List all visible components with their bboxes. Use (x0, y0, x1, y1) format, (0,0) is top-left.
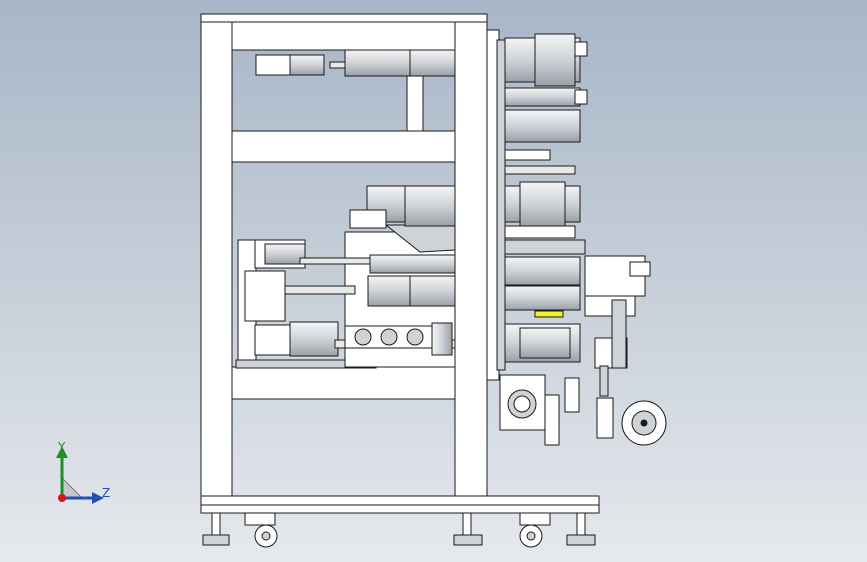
frame-top-cap (200, 13, 488, 23)
frame-inner-support (406, 73, 424, 132)
horizontal-cylinders[interactable] (254, 49, 456, 357)
triad-z-label: Z (102, 486, 111, 500)
orientation-triad-icon (56, 446, 104, 504)
frame-structure[interactable] (200, 13, 600, 514)
casters-and-feet[interactable] (202, 512, 596, 548)
triad-y-label: Y (58, 440, 66, 454)
orientation-triad: Y Z (40, 436, 130, 516)
frame-post-middle (454, 13, 488, 499)
bottom-right-components[interactable] (499, 365, 667, 446)
vertical-side-plate[interactable] (486, 29, 506, 381)
frame-rail-top (231, 21, 456, 51)
frame-post-left (200, 13, 233, 499)
frame-rail-mid (231, 366, 456, 400)
frame-rail-upper (231, 130, 456, 163)
right-cylinder-stack[interactable] (504, 33, 651, 369)
